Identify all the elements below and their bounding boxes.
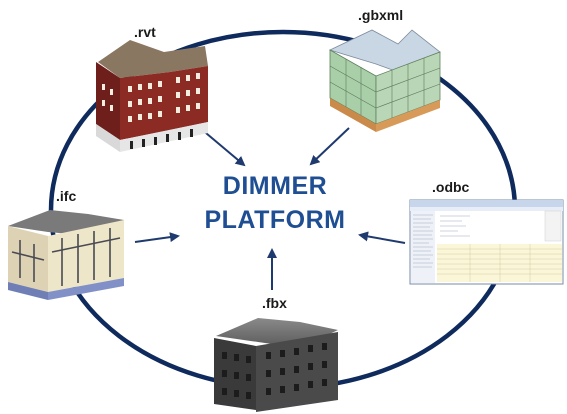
rvt-building-image [96, 40, 208, 152]
label-odbc: .odbc [432, 179, 470, 195]
platform-title-line1: DIMMER [222, 172, 328, 200]
arrow-rvt [199, 127, 246, 167]
arrow-ifc [134, 232, 180, 243]
platform-title-line2: PLATFORM [204, 206, 346, 234]
label-fbx: .fbx [262, 295, 287, 311]
label-rvt: .rvt [134, 24, 156, 40]
label-ifc: .ifc [56, 188, 77, 204]
arrow-gbxml [309, 127, 350, 166]
gbxml-building-image [328, 29, 441, 132]
ifc-building-image [8, 210, 124, 300]
odbc-software-window-image [409, 199, 564, 285]
label-gbxml: .gbxml [358, 7, 404, 23]
arrow-odbc [358, 231, 406, 244]
fbx-building-image [214, 318, 338, 412]
